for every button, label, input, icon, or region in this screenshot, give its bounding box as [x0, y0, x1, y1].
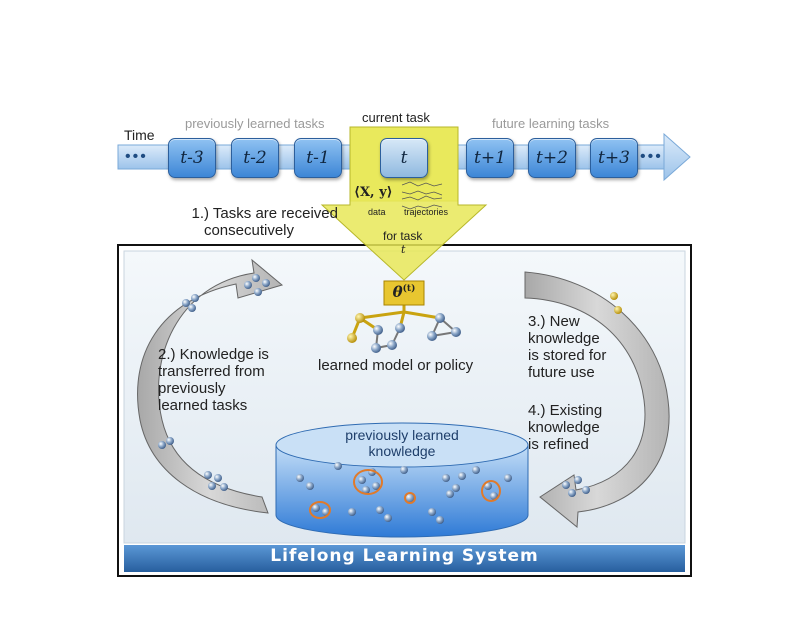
step3-line2: knowledge: [528, 330, 600, 347]
current-task-label: current task: [362, 110, 430, 125]
step3-text: 3.) New knowledge is stored for future u…: [528, 313, 606, 381]
knowledge-store-label: previously learned knowledge: [302, 427, 502, 459]
knowledge-store-line1: previously learned: [345, 427, 459, 443]
step2-line1: 2.) Knowledge is: [158, 346, 269, 363]
task-box-t-plus-3: t+3: [590, 138, 638, 178]
step1-text: 1.) Tasks are received consecutively: [170, 205, 338, 239]
previous-tasks-label: previously learned tasks: [185, 116, 325, 131]
step2-line3: previously: [158, 380, 226, 397]
step4-line1: 4.) Existing: [528, 402, 603, 419]
step1-line2: consecutively: [203, 222, 294, 239]
stored-molecules: [296, 462, 512, 524]
refine-arrow: [524, 271, 670, 528]
system-banner: [124, 545, 685, 572]
task-box-t-plus-1: t+1: [466, 138, 514, 178]
task-box-t-plus-2: t+2: [528, 138, 576, 178]
for-task-label: for task: [383, 229, 423, 243]
system-title: Lifelong Learning System: [270, 546, 539, 566]
task-input-arrow: [320, 126, 488, 281]
model-molecule: [347, 303, 461, 353]
step4-text: 4.) Existing knowledge is refined: [528, 402, 602, 453]
timeline-dots-left: •••: [125, 148, 148, 165]
knowledge-store-line2: knowledge: [368, 443, 436, 459]
theta-symbol: θ: [392, 283, 403, 301]
data-math-label: ⟨X, y⟩: [354, 185, 393, 200]
data-label: data: [368, 207, 386, 217]
time-label: Time: [124, 127, 155, 143]
step2-line4: learned tasks: [158, 397, 248, 414]
step3-line3: is stored for: [528, 347, 607, 364]
theta-label: θ(t): [384, 283, 424, 301]
step2-line2: transferred from: [158, 363, 265, 380]
step2-text: 2.) Knowledge is transferred from previo…: [158, 346, 269, 414]
task-box-t-minus-1: t-1: [294, 138, 342, 178]
step4-line2: knowledge: [528, 419, 600, 436]
theta-box: [383, 280, 425, 306]
transfer-arrow: [137, 258, 284, 514]
for-task-symbol: t: [401, 243, 406, 256]
future-tasks-label: future learning tasks: [492, 116, 610, 131]
step4-line3: is refined: [528, 436, 589, 453]
trajectories-label: trajectories: [404, 207, 449, 217]
task-box-t-minus-3: t-3: [168, 138, 216, 178]
trajectories-sketch: [401, 181, 443, 210]
arrow-molecules: [158, 274, 622, 497]
timeline-dots-right: •••: [640, 148, 663, 165]
task-box-current: t: [380, 138, 428, 178]
task-box-t-minus-2: t-2: [231, 138, 279, 178]
model-caption: learned model or policy: [318, 357, 474, 374]
step1-line1: 1.) Tasks are received: [191, 205, 338, 222]
step3-line4: future use: [528, 364, 595, 381]
step3-line1: 3.) New: [528, 313, 580, 330]
theta-superscript: (t): [402, 284, 416, 294]
